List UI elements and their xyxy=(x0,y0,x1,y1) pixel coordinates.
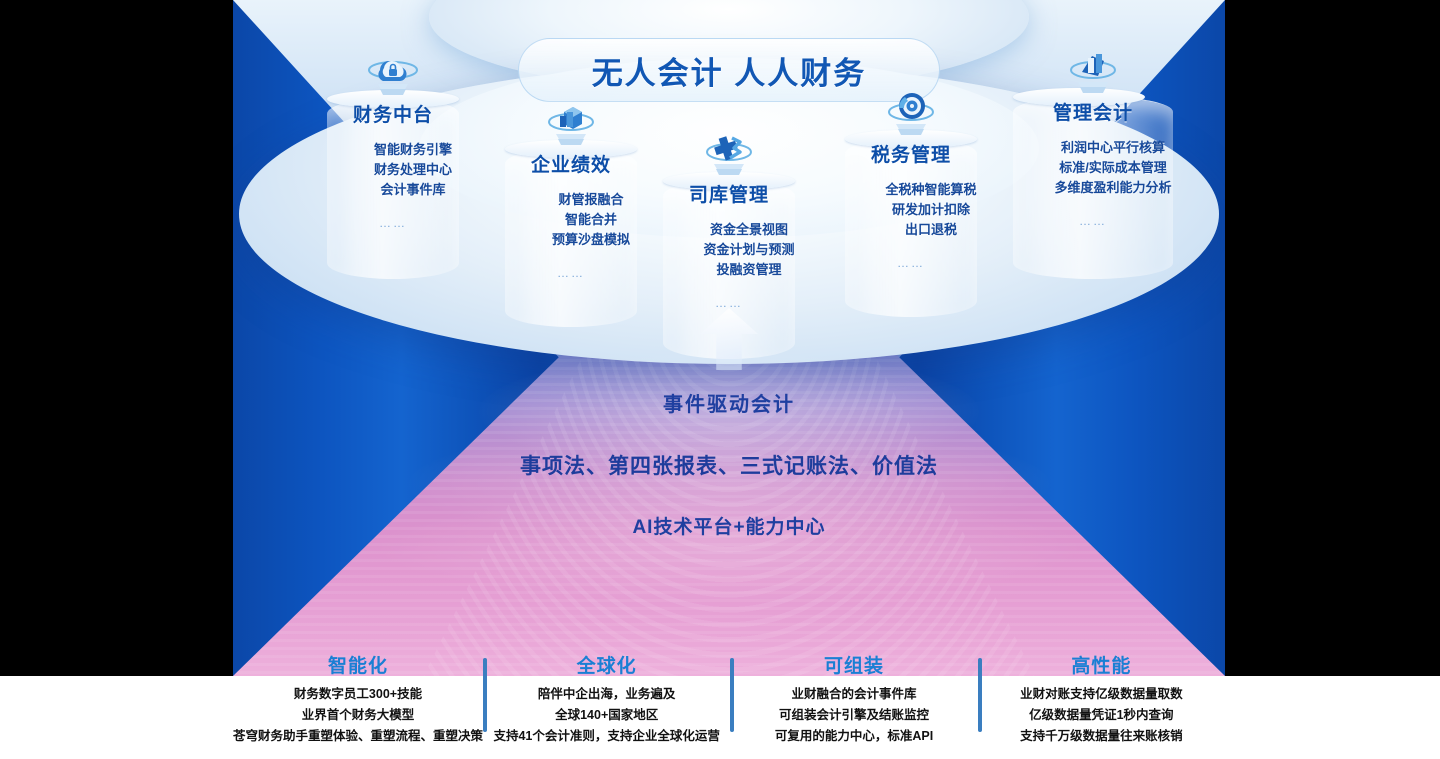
footer-line: 陪伴中企出海，业务遍及 xyxy=(537,687,676,701)
pillar-enterprise-performance[interactable]: 企业绩效 财管报融合 智能合并 预算沙盘模拟 …… xyxy=(505,98,637,327)
pillar-item: 投融资管理 xyxy=(716,262,782,277)
hourglass-graphic: 无人会计 人人财务 财务中台 智能财务引擎 财务处理中心 会计 xyxy=(233,0,1225,676)
footer-column-title: 智能化 xyxy=(328,656,389,677)
pillar-more-dots: …… xyxy=(1079,214,1107,228)
pillar-items: 全税种智能算税 研发加计扣除 出口退税 xyxy=(845,180,977,240)
footer-column-lines: 业财融合的会计事件库 可组装会计引擎及结账监控 可复用的能力中心，标准API xyxy=(730,684,977,747)
footer-line: 全球140+国家地区 xyxy=(555,708,659,722)
pillar-item: 全税种智能算税 xyxy=(885,182,977,197)
footer-line: 可组装会计引擎及结账监控 xyxy=(779,708,930,722)
footer-line: 业界首个财务大模型 xyxy=(301,708,415,722)
pillar-items: 利润中心平行核算 标准/实际成本管理 多维度盈利能力分析 xyxy=(1005,138,1181,198)
cloud-lock-icon xyxy=(366,48,420,98)
target-icon xyxy=(884,88,938,138)
chart-cube-icon xyxy=(544,98,598,148)
footer-column-title: 可组装 xyxy=(824,656,885,677)
page-title: 无人会计 人人财务 xyxy=(591,55,867,91)
pillar-item: 多维度盈利能力分析 xyxy=(1054,180,1172,195)
pillar-more-dots: …… xyxy=(897,256,925,270)
pillar-tax-management[interactable]: 税务管理 全税种智能算税 研发加计扣除 出口退税 …… xyxy=(845,88,977,317)
pillar-item: 出口退税 xyxy=(904,222,957,237)
footer-strip: 智能化 财务数字员工300+技能 业界首个财务大模型 苍穹财务助手重塑体验、重塑… xyxy=(0,656,1440,759)
pillar-item: 资金全景视图 xyxy=(709,222,788,237)
funds-flow-icon xyxy=(702,128,756,178)
pillar-items: 资金全景视图 资金计划与预测 投融资管理 xyxy=(663,220,795,280)
footer-line: 财务数字员工300+技能 xyxy=(293,687,423,701)
pillar-item: 利润中心平行核算 xyxy=(1060,140,1165,155)
footer-column-lines: 业财对账支持亿级数据量取数 亿级数据量凭证1秒内查询 支持千万级数据量往来账核销 xyxy=(978,684,1225,747)
pillar-items: 财管报融合 智能合并 预算沙盘模拟 xyxy=(505,190,637,250)
pillar-title: 企业绩效 xyxy=(530,155,611,176)
pillar-management-accounting[interactable]: 管理会计 利润中心平行核算 标准/实际成本管理 多维度盈利能力分析 …… xyxy=(1005,46,1181,279)
pillar-item: 智能财务引擎 xyxy=(373,142,452,157)
pillar-cylinder xyxy=(845,130,977,317)
pillar-item: 预算沙盘模拟 xyxy=(551,232,630,247)
pillar-item: 财管报融合 xyxy=(558,192,624,207)
bar-analysis-icon xyxy=(1066,46,1120,96)
pillar-more-dots: …… xyxy=(557,266,585,280)
footer-line: 业财融合的会计事件库 xyxy=(791,687,917,701)
footer-line: 业财对账支持亿级数据量取数 xyxy=(1020,687,1183,701)
footer-columns: 智能化 财务数字员工300+技能 业界首个财务大模型 苍穹财务助手重塑体验、重塑… xyxy=(233,656,1225,759)
pillar-item: 会计事件库 xyxy=(380,182,446,197)
footer-column-title: 全球化 xyxy=(576,656,637,677)
pillar-item: 财务处理中心 xyxy=(373,162,452,177)
footer-line: 可复用的能力中心，标准API xyxy=(774,729,934,743)
pillar-more-dots: …… xyxy=(715,296,743,310)
pillar-cylinder xyxy=(327,90,459,279)
footer-column-intelligence[interactable]: 智能化 财务数字员工300+技能 业界首个财务大模型 苍穹财务助手重塑体验、重塑… xyxy=(233,656,483,759)
pillar-finance-midplatform[interactable]: 财务中台 智能财务引擎 财务处理中心 会计事件库 …… xyxy=(327,48,459,279)
pillar-cylinder xyxy=(1013,88,1173,279)
pillar-item: 智能合并 xyxy=(564,212,617,227)
core-layer-1: 事件驱动会计 xyxy=(663,394,795,416)
pillar-cylinder xyxy=(663,172,795,359)
footer-column-title: 高性能 xyxy=(1071,656,1132,677)
footer-line: 支持41个会计准则，支持企业全球化运营 xyxy=(493,729,720,743)
pillar-title: 税务管理 xyxy=(870,145,951,166)
pillar-items: 智能财务引擎 财务处理中心 会计事件库 xyxy=(327,140,459,200)
footer-line: 苍穹财务助手重塑体验、重塑流程、重塑决策 xyxy=(233,729,484,743)
footer-column-lines: 财务数字员工300+技能 业界首个财务大模型 苍穹财务助手重塑体验、重塑流程、重… xyxy=(233,684,483,747)
hourglass-shape xyxy=(233,0,1225,676)
footer-line: 亿级数据量凭证1秒内查询 xyxy=(1029,708,1174,722)
footer-column-globalization[interactable]: 全球化 陪伴中企出海，业务遍及 全球140+国家地区 支持41个会计准则，支持企… xyxy=(483,656,730,759)
pillar-item: 资金计划与预测 xyxy=(703,242,795,257)
pillar-cylinder xyxy=(505,140,637,327)
pillar-item: 研发加计扣除 xyxy=(891,202,970,217)
pillar-treasury-management[interactable]: 司库管理 资金全景视图 资金计划与预测 投融资管理 …… xyxy=(663,128,795,359)
title-capsule: 无人会计 人人财务 xyxy=(518,38,940,102)
pillar-title: 司库管理 xyxy=(688,185,769,206)
footer-column-composable[interactable]: 可组装 业财融合的会计事件库 可组装会计引擎及结账监控 可复用的能力中心，标准A… xyxy=(730,656,977,759)
core-layer-2: 事项法、第四张报表、三式记账法、价值法 xyxy=(520,455,938,478)
pillar-more-dots: …… xyxy=(379,216,407,230)
pillar-title: 管理会计 xyxy=(1052,103,1133,124)
pillar-title: 财务中台 xyxy=(352,105,433,126)
core-layer-3: AI技术平台+能力中心 xyxy=(632,517,826,538)
footer-line: 支持千万级数据量往来账核销 xyxy=(1020,729,1183,743)
pillar-item: 标准/实际成本管理 xyxy=(1059,160,1167,175)
footer-column-lines: 陪伴中企出海，业务遍及 全球140+国家地区 支持41个会计准则，支持企业全球化… xyxy=(483,684,730,747)
footer-column-performance[interactable]: 高性能 业财对账支持亿级数据量取数 亿级数据量凭证1秒内查询 支持千万级数据量往… xyxy=(977,656,1225,759)
